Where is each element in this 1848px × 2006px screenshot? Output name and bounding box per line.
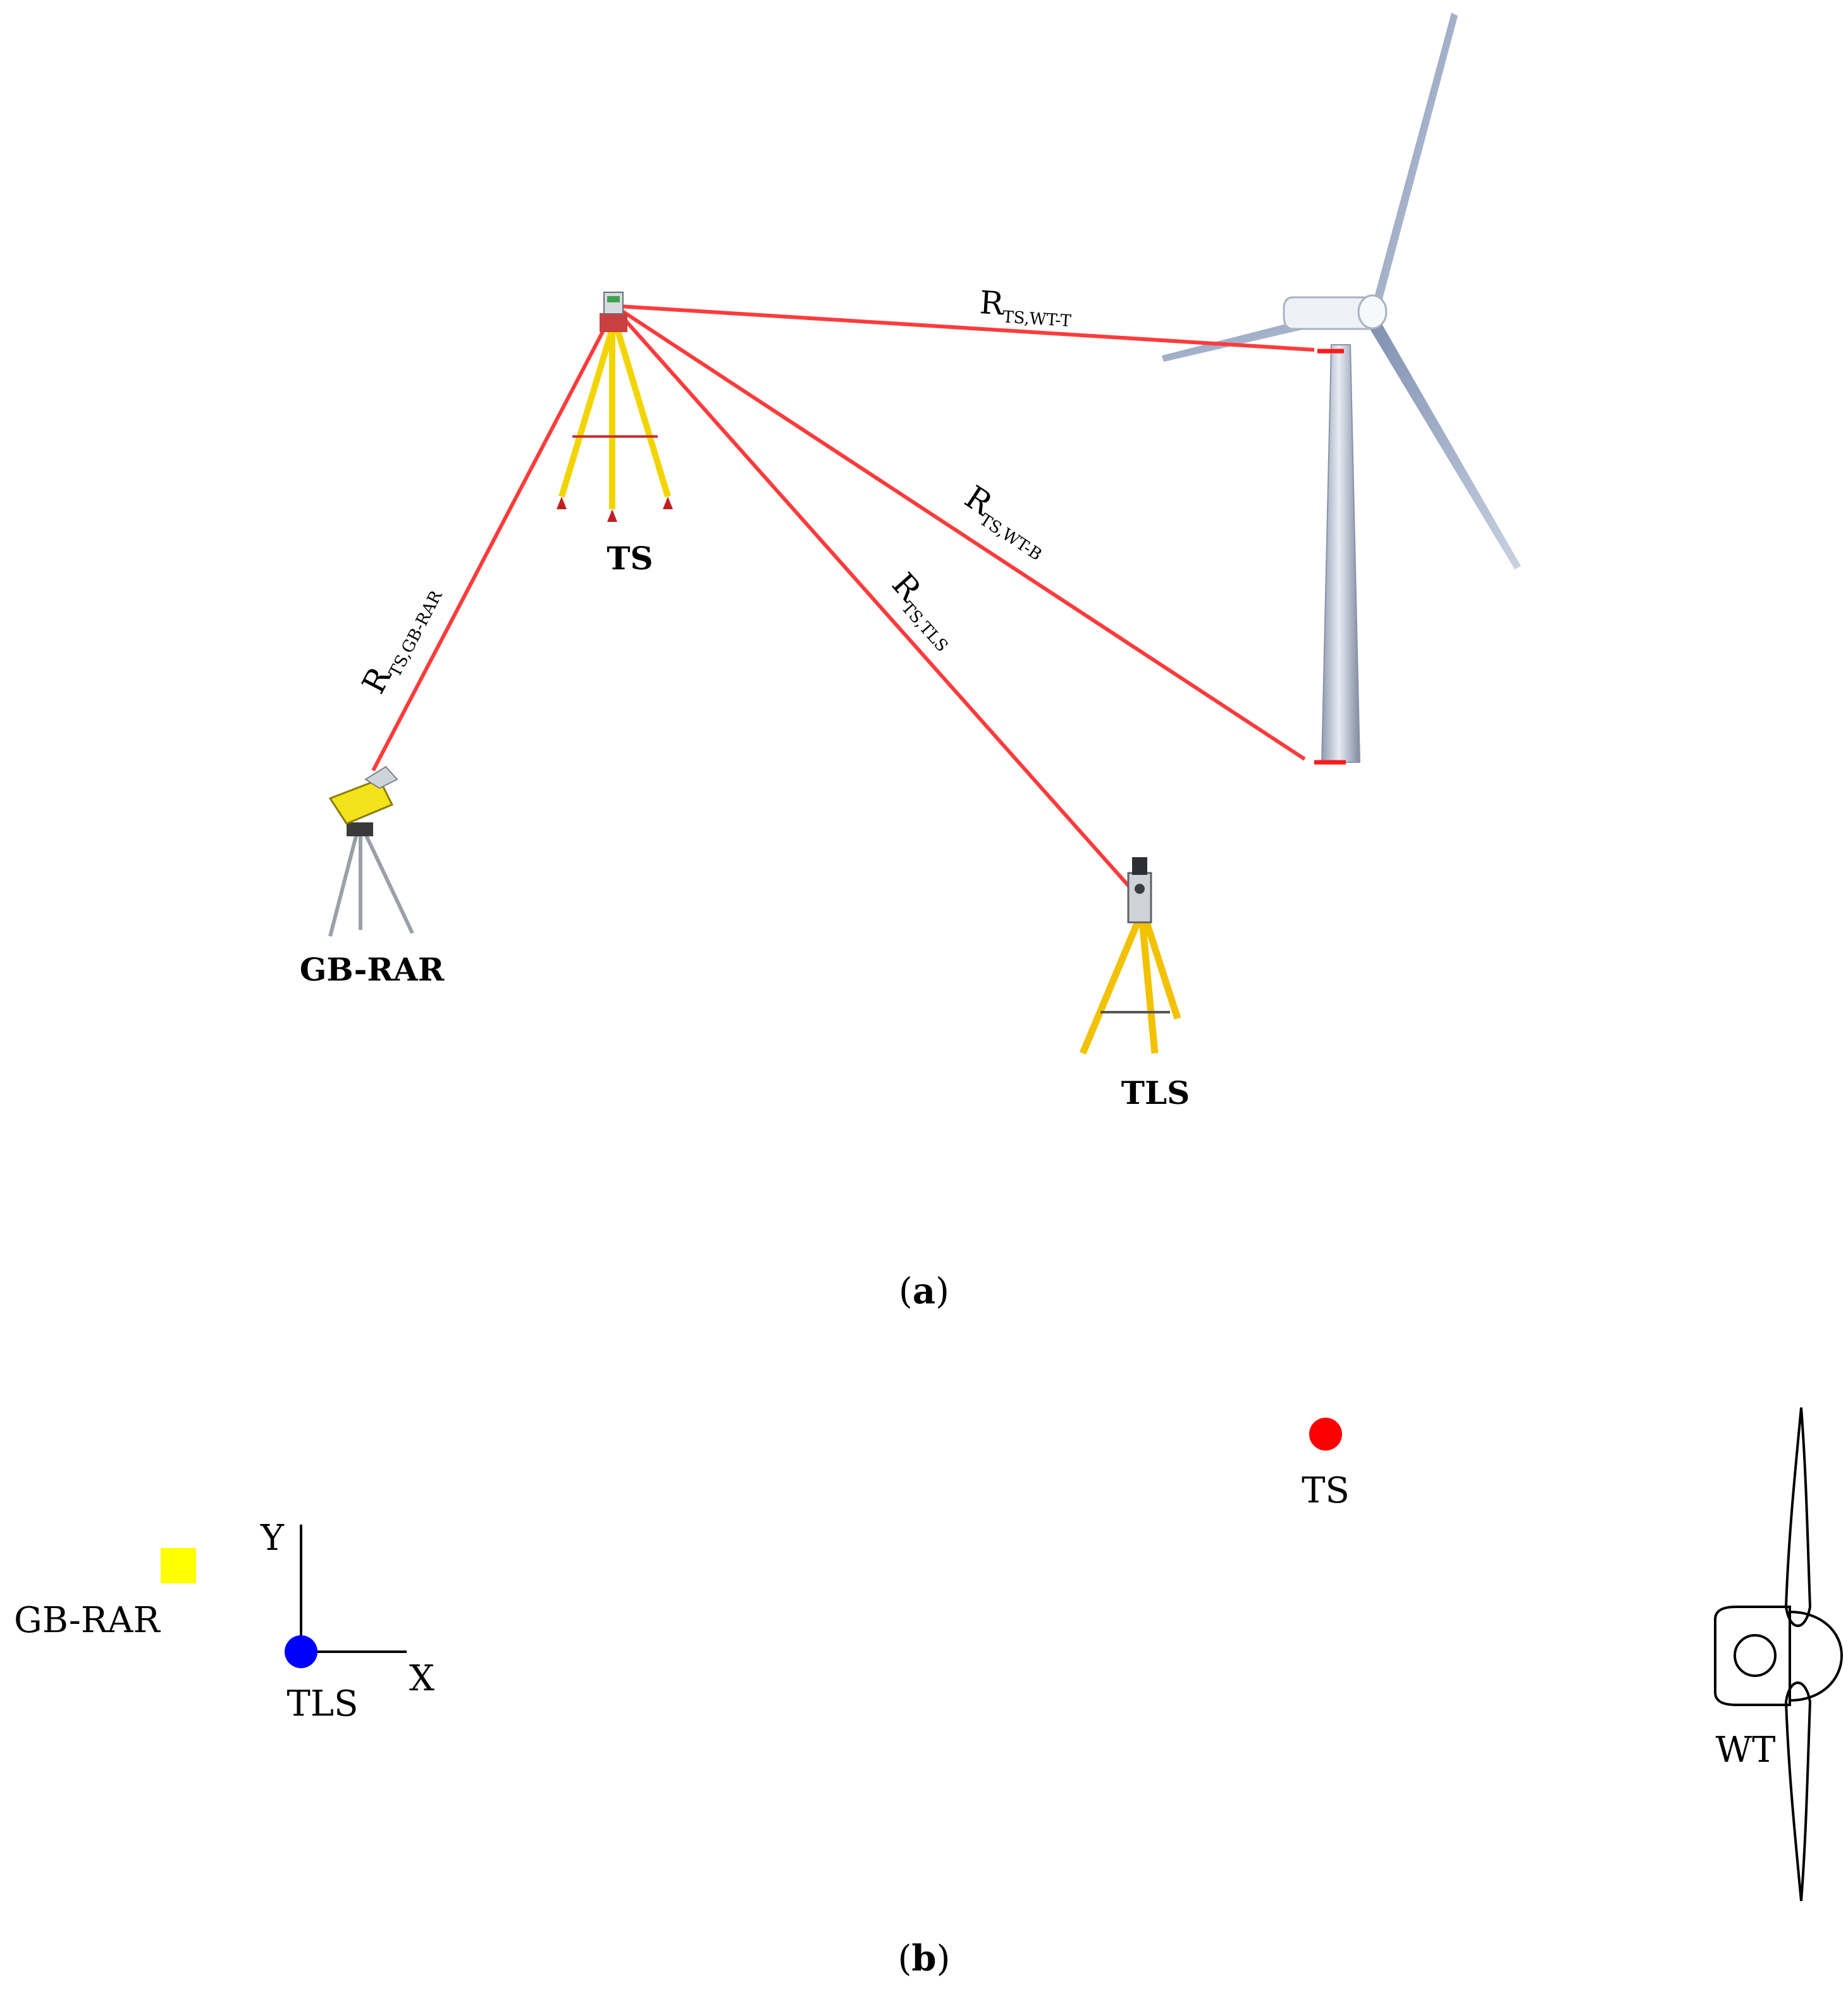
range-label-main: R — [978, 284, 1006, 322]
caption-close-paren: ) — [935, 1271, 949, 1312]
gb-rar-label: GB-RAR — [300, 951, 445, 988]
range-line-ts-wt-b — [617, 307, 1306, 761]
range-label-ts-gb-rar: RTS,GB-RAR — [355, 577, 447, 702]
ts-marker — [1309, 1418, 1342, 1451]
tls-marker — [285, 1635, 317, 1668]
tls-plan-label: TLS — [287, 1683, 359, 1724]
range-lines — [371, 304, 1315, 888]
caption-close-paren: ) — [937, 1938, 951, 1979]
gb-rar-plan-label: GB-RAR — [14, 1600, 161, 1641]
panel-a-caption: (a) — [899, 1270, 949, 1312]
caption-open-paren: ( — [898, 1938, 912, 1979]
range-label-ts-tls: RTS,TLS — [882, 566, 968, 655]
range-line-ts-gb-rar — [371, 310, 615, 772]
range-line-ts-tls — [615, 310, 1131, 888]
range-label-subscript: TS,WT-B — [976, 510, 1045, 564]
coordinate-axes: Y X — [260, 1518, 434, 1699]
panel-a: TS GB-RAR TLS RTS,WT-T RTS,WT-B RTS,TLS … — [300, 13, 1521, 1312]
caption-letter: b — [911, 1938, 936, 1979]
range-label-subscript: TS,TLS — [897, 598, 952, 656]
wind-turbine-top-view-icon — [1714, 1407, 1844, 1902]
range-label-subscript: TS,WT-T — [1002, 307, 1072, 331]
tls-instrument-icon — [1079, 857, 1181, 1055]
total-station-icon — [557, 292, 673, 522]
range-label-ts-wt-b: RTS,WT-B — [956, 479, 1057, 565]
gb-rar-instrument-icon — [328, 765, 414, 937]
range-line-ts-wt-t — [618, 304, 1315, 352]
range-label-ts-wt-t: RTS,WT-T — [978, 284, 1074, 331]
caption-open-paren: ( — [899, 1271, 913, 1312]
wind-turbine-icon — [1162, 13, 1521, 765]
range-label-subscript: TS,GB-RAR — [386, 587, 447, 681]
ts-plan-label: TS — [1302, 1470, 1350, 1511]
panel-b-caption: (b) — [898, 1938, 951, 1979]
panel-b: TS GB-RAR Y X TLS WT (b) — [14, 1407, 1844, 1979]
caption-letter: a — [913, 1270, 935, 1312]
ts-label: TS — [607, 540, 653, 577]
gb-rar-marker — [161, 1548, 196, 1583]
axis-y-label: Y — [260, 1518, 285, 1559]
tls-label: TLS — [1121, 1074, 1190, 1111]
axis-x-label: X — [409, 1658, 434, 1699]
wt-plan-label: WT — [1716, 1730, 1776, 1771]
